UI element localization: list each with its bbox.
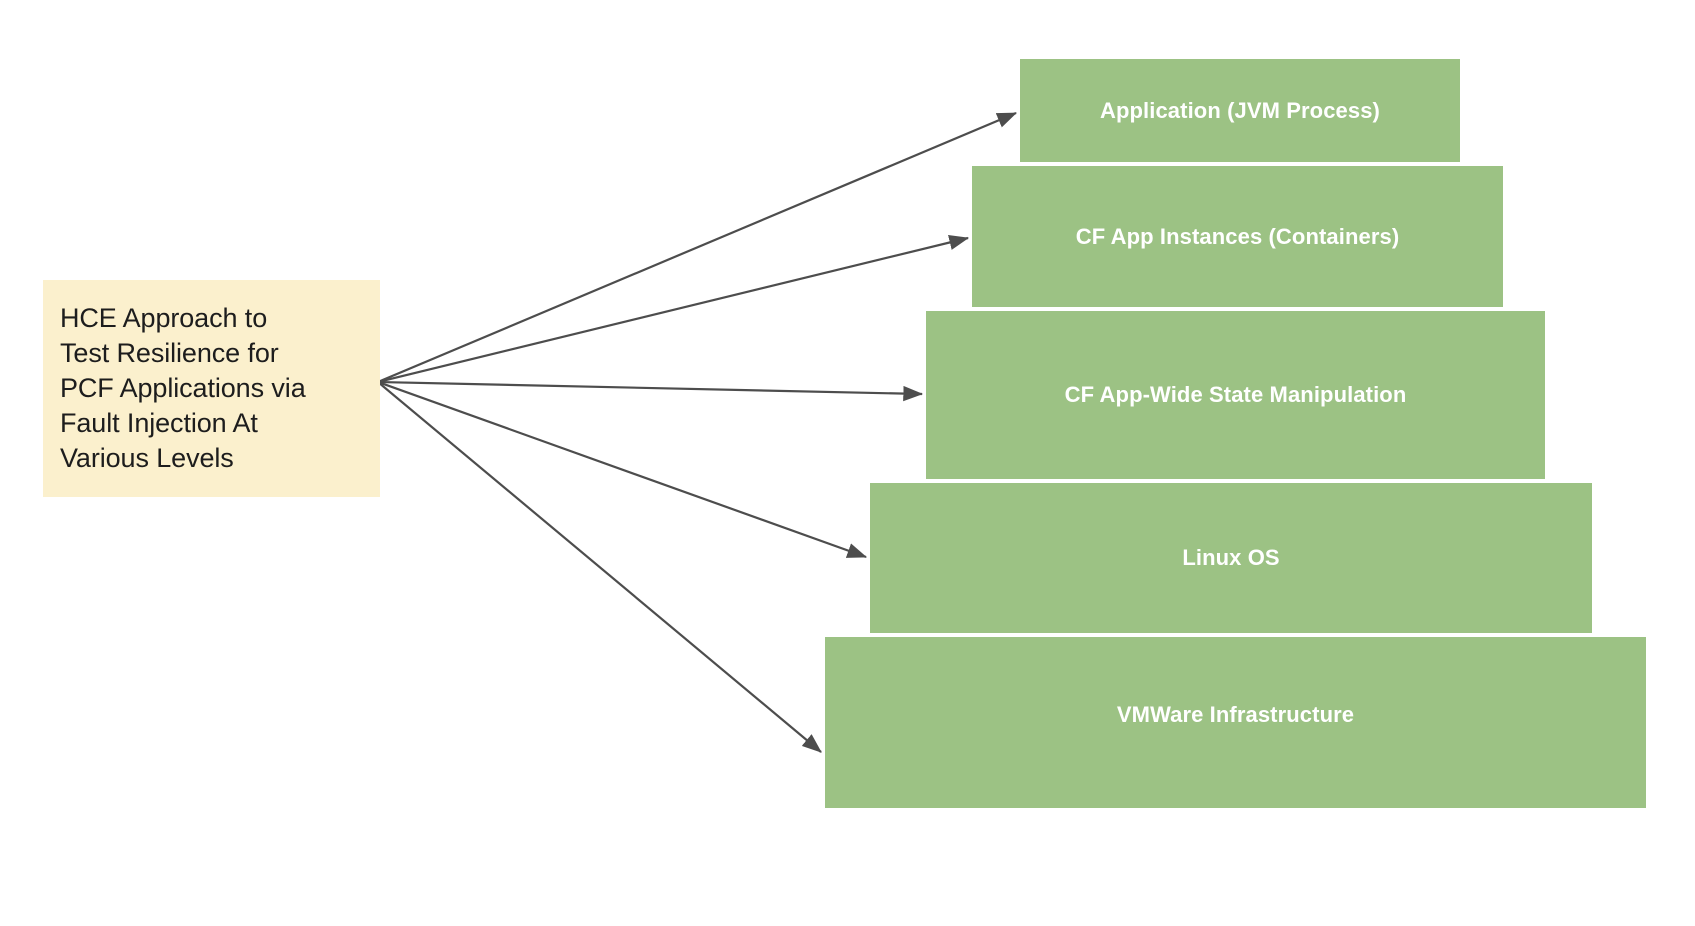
layer-label-cf-app-instances: CF App Instances (Containers) bbox=[1075, 223, 1400, 249]
layer-label-linux-os: Linux OS bbox=[1182, 545, 1280, 570]
arrow-to-linux-os bbox=[377, 380, 868, 559]
layer-box-application[interactable]: Application (JVM Process) bbox=[1020, 59, 1460, 162]
layer-box-cf-app-wide-state[interactable]: CF App-Wide State Manipulation bbox=[926, 311, 1545, 479]
arrow-to-cf-app-wide-state bbox=[377, 380, 924, 402]
layer-box-linux-os[interactable]: Linux OS bbox=[870, 483, 1592, 633]
arrow-to-cf-app-instances bbox=[377, 234, 970, 384]
source-note-box[interactable]: HCE Approach to Test Resilience for PCF … bbox=[43, 280, 380, 497]
layer-label-application: Application (JVM Process) bbox=[1099, 97, 1380, 123]
arrow-to-application bbox=[377, 111, 1018, 384]
layer-label-cf-app-wide-state: CF App-Wide State Manipulation bbox=[1064, 382, 1407, 407]
arrow-to-vmware-infrastructure bbox=[377, 381, 822, 753]
layer-box-vmware-infrastructure[interactable]: VMWare Infrastructure bbox=[825, 637, 1646, 808]
layer-box-cf-app-instances[interactable]: CF App Instances (Containers) bbox=[972, 166, 1503, 307]
layer-label-vmware-infrastructure: VMWare Infrastructure bbox=[1116, 701, 1355, 727]
source-note-label: HCE Approach to Test Resilience for PCF … bbox=[60, 303, 306, 473]
